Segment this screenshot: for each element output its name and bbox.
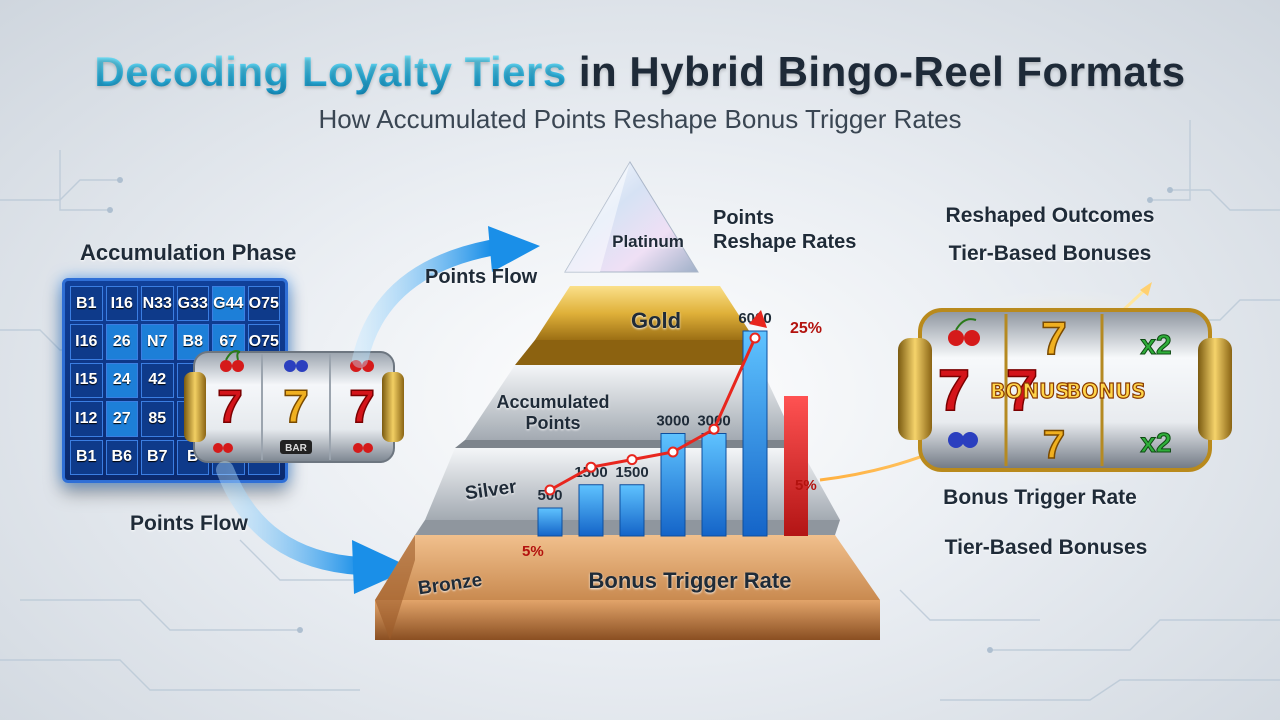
bonus-trigger-rate-base-label: Bonus Trigger Rate [588,568,792,593]
bingo-cell: N7 [141,324,174,360]
multiplier-text-top: x2 [1140,329,1171,360]
points-bar [701,433,727,537]
trend-line-path [549,337,757,492]
svg-text:7: 7 [1043,423,1065,467]
cherry-icon [353,443,373,453]
bingo-cell: G33 [176,286,209,322]
bingo-cell: 85 [141,401,174,437]
tier-gold [515,286,760,365]
bingo-cell: 27 [105,401,138,437]
bingo-cell: 26 [105,324,138,360]
bingo-cell: I16 [105,286,138,322]
points-bar [742,330,768,537]
points-bar [660,433,686,537]
bingo-cell: O75 [247,286,280,322]
seven-icon: 7 [937,357,971,424]
points-bar [537,507,563,537]
rate-trend-line: 5% 25% 5% [522,310,822,560]
seven-icon: 7 [1040,311,1067,365]
svg-text:7: 7 [938,358,970,423]
bingo-cell: I15 [70,362,103,399]
points-flow-label-top: Points Flow [425,266,538,288]
plum-icon [948,432,978,448]
multiplier-text-bottom: x2 [1140,427,1171,458]
bingo-cell: B1 [70,286,103,322]
bar-icon: BAR [280,440,312,454]
slot-reel-bonus: 7 x2 7 7 BONUS BONUS 7 x2 [884,288,1244,488]
seven-icon: 7 [348,379,375,433]
svg-text:7: 7 [349,380,375,432]
bingo-cell: B1 [70,439,103,475]
reshaped-outcomes-label: Reshaped Outcomes [945,204,1155,227]
bonus-text-1: BONUS [990,379,1070,403]
multiplier-badge: x2 [1140,427,1172,459]
bar-value-label: 3000 [697,413,730,430]
bonus-trigger-rate-label-right: Bonus Trigger Rate [943,486,1137,509]
seven-icon: 7 [282,379,309,433]
accumulation-phase-label: Accumulation Phase [80,240,297,265]
trend-point [667,446,679,458]
svg-text:7: 7 [283,380,309,432]
tier-based-bonuses-label-bottom: Tier-Based Bonuses [944,536,1148,559]
trend-point [626,454,638,466]
tier-silver [415,448,840,535]
bar-value-label: 3000 [656,413,689,430]
svg-text:BAR: BAR [285,443,307,454]
points-reshape-rates-label: Points Reshape Rates [713,207,857,253]
tier-bronze [375,535,880,640]
points-bar [619,484,645,537]
plum-icon [284,360,308,372]
trend-point [544,484,556,496]
seven-icon: 7 [216,379,243,433]
tier-platinum [564,161,699,273]
bingo-cell: I12 [70,401,103,437]
bingo-cell: B7 [141,439,174,475]
bingo-cell: 42 [141,362,174,399]
points-flow-label-bottom: Points Flow [130,512,248,535]
bingo-cell: 24 [105,362,138,399]
multiplier-badge: x2 [1140,329,1172,361]
trend-point [749,332,761,344]
trend-point [708,423,720,435]
bingo-cell: B6 [105,439,138,475]
cherry-icon [213,443,233,453]
rate-side-label: 5% [795,477,817,494]
page-subtitle: How Accumulated Points Reshape Bonus Tri… [318,104,962,134]
tier-label-accumulated: Accumulated Points [496,392,610,433]
points-bar [578,484,604,537]
cherry-icon [220,350,244,372]
title-accent: Decoding Loyalty Tiers [94,48,567,95]
bingo-cell: I16 [70,324,103,360]
bonus-text-2: BONUS [1066,379,1146,403]
rate-end-label: 25% [790,320,822,337]
title-rest: in Hybrid Bingo-Reel Formats [566,48,1186,95]
trend-point [585,461,597,473]
page-title: Decoding Loyalty Tiers in Hybrid Bingo-R… [0,48,1280,96]
bingo-cell: G44 [212,286,245,322]
cherry-icon [948,318,980,346]
tier-label-gold: Gold [630,308,682,333]
bar-value-label: 1500 [615,464,648,481]
rate-start-label: 5% [522,543,544,560]
tier-label-platinum: Platinum [612,232,684,251]
svg-text:7: 7 [1041,312,1067,364]
rate-bar [784,396,808,536]
trend-arrowhead [749,310,767,328]
svg-text:7: 7 [217,380,243,432]
bingo-cell: N33 [141,286,174,322]
seven-icon: 7 [1042,422,1066,468]
seven-icon: 7 [1005,357,1039,424]
tier-based-bonuses-label-top: Tier-Based Bonuses [948,242,1152,265]
svg-text:7: 7 [1006,358,1038,423]
